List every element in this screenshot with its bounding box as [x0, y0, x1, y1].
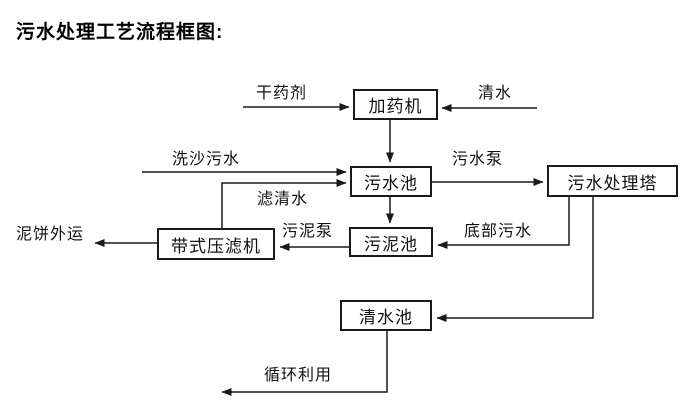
page-title: 污水处理工艺流程框图: [16, 22, 224, 43]
edge-label-mud-cake-out: 泥饼外运 [16, 226, 85, 243]
node-treatment-tower-label: 污水处理塔 [567, 173, 658, 193]
edge-label-dry-agent: 干药剂 [256, 85, 308, 102]
edge-label-sewage-pump: 污水泵 [452, 151, 504, 168]
arrow-filtered-water [221, 179, 347, 228]
node-sewage-pool-label: 污水池 [364, 174, 418, 193]
node-belt-filter-press: 带式压滤机 [157, 228, 275, 260]
edge-label-recycle: 循环利用 [264, 367, 333, 384]
edge-label-bottom-sewage: 底部污水 [464, 223, 533, 240]
node-sludge-pool: 污泥池 [349, 227, 433, 257]
arrow-bottom-sewage [437, 197, 570, 249]
edge-label-filtered-water: 滤清水 [257, 191, 309, 208]
node-treatment-tower: 污水处理塔 [547, 165, 678, 197]
node-dosing-machine: 加药机 [353, 89, 438, 120]
arrow-tower-to-clean-pool [436, 197, 594, 322]
node-clean-water-pool-label: 清水池 [359, 308, 413, 327]
node-sewage-pool: 污水池 [350, 166, 432, 197]
node-dosing-machine-label: 加药机 [368, 97, 423, 116]
edge-label-sludge-pump: 污泥泵 [282, 223, 334, 240]
node-belt-filter-press-label: 带式压滤机 [171, 236, 261, 256]
edge-label-sand-washing-sewage: 洗沙污水 [172, 151, 241, 168]
arrow-recycle [221, 331, 388, 396]
edge-label-clean-water: 清水 [478, 85, 513, 102]
node-clean-water-pool: 清水池 [340, 300, 432, 331]
node-sludge-pool-label: 污泥池 [364, 234, 418, 254]
